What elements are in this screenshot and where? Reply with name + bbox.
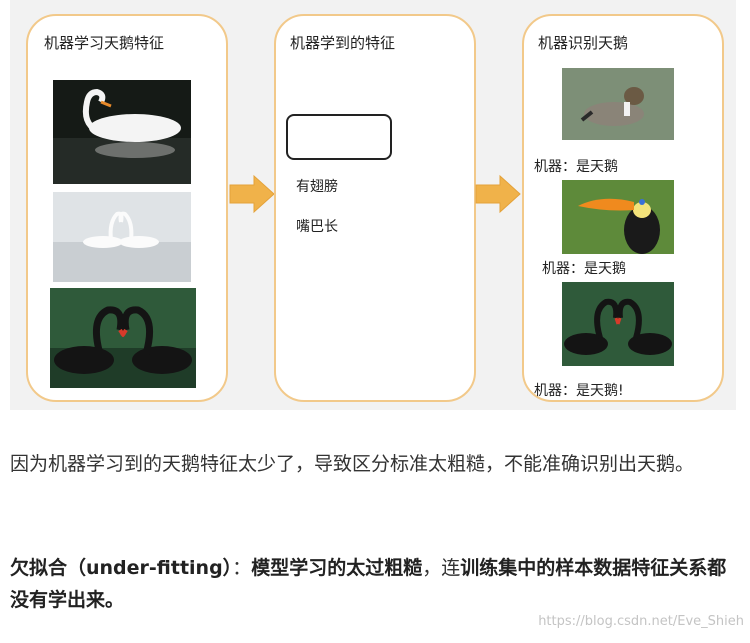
arrow-right-icon xyxy=(229,174,275,214)
white-swan-photo xyxy=(53,80,191,184)
black-swans-test-photo xyxy=(562,282,674,366)
duck-photo xyxy=(562,68,674,140)
panel-learning-title: 机器学习天鹅特征 xyxy=(44,34,165,52)
black-swans-photo xyxy=(50,288,196,388)
panel-learned-title: 机器学到的特征 xyxy=(290,34,396,52)
panel-learned-features: 机器学到的特征 有翅膀 嘴巴长 xyxy=(274,14,476,402)
caption-duck: 机器：是天鹅 xyxy=(534,159,618,175)
feature-long-beak: 嘴巴长 xyxy=(296,219,338,235)
toucan-photo xyxy=(562,180,674,254)
watermark: https://blog.csdn.net/Eve_Shieh xyxy=(538,614,744,629)
definition-bold-1: 模型学习的太过粗糙 xyxy=(251,557,423,579)
arrow-right-icon xyxy=(475,174,521,214)
caption-black-swan: 机器：是天鹅! xyxy=(534,383,624,399)
definition-separator: ： xyxy=(232,557,252,579)
definition-bold-2: 训练集中的样本数据特征关系都没有学出来。 xyxy=(10,557,727,611)
definition-connector: ，连 xyxy=(422,557,461,579)
twin-swans-photo xyxy=(53,192,191,282)
caption-toucan: 机器：是天鹅 xyxy=(542,261,626,277)
swan-learning-figure: 机器学习天鹅特征 xyxy=(10,0,736,410)
explanation-paragraph: 因为机器学习到的天鹅特征太少了，导致区分标准太粗糙，不能准确识别出天鹅。 xyxy=(10,453,695,475)
panel-recognition: 机器识别天鹅 机器：是天鹅 机器：是天鹅 xyxy=(522,14,724,402)
underfitting-definition: 欠拟合（under-fitting）：模型学习的太过粗糙，连训练集中的样本数据特… xyxy=(10,552,730,616)
underfitting-term: 欠拟合（under-fitting） xyxy=(10,557,233,579)
panel-learning: 机器学习天鹅特征 xyxy=(26,14,228,402)
feature-wings: 有翅膀 xyxy=(296,179,338,195)
feature-box xyxy=(286,114,392,160)
panel-recognition-title: 机器识别天鹅 xyxy=(538,34,629,52)
